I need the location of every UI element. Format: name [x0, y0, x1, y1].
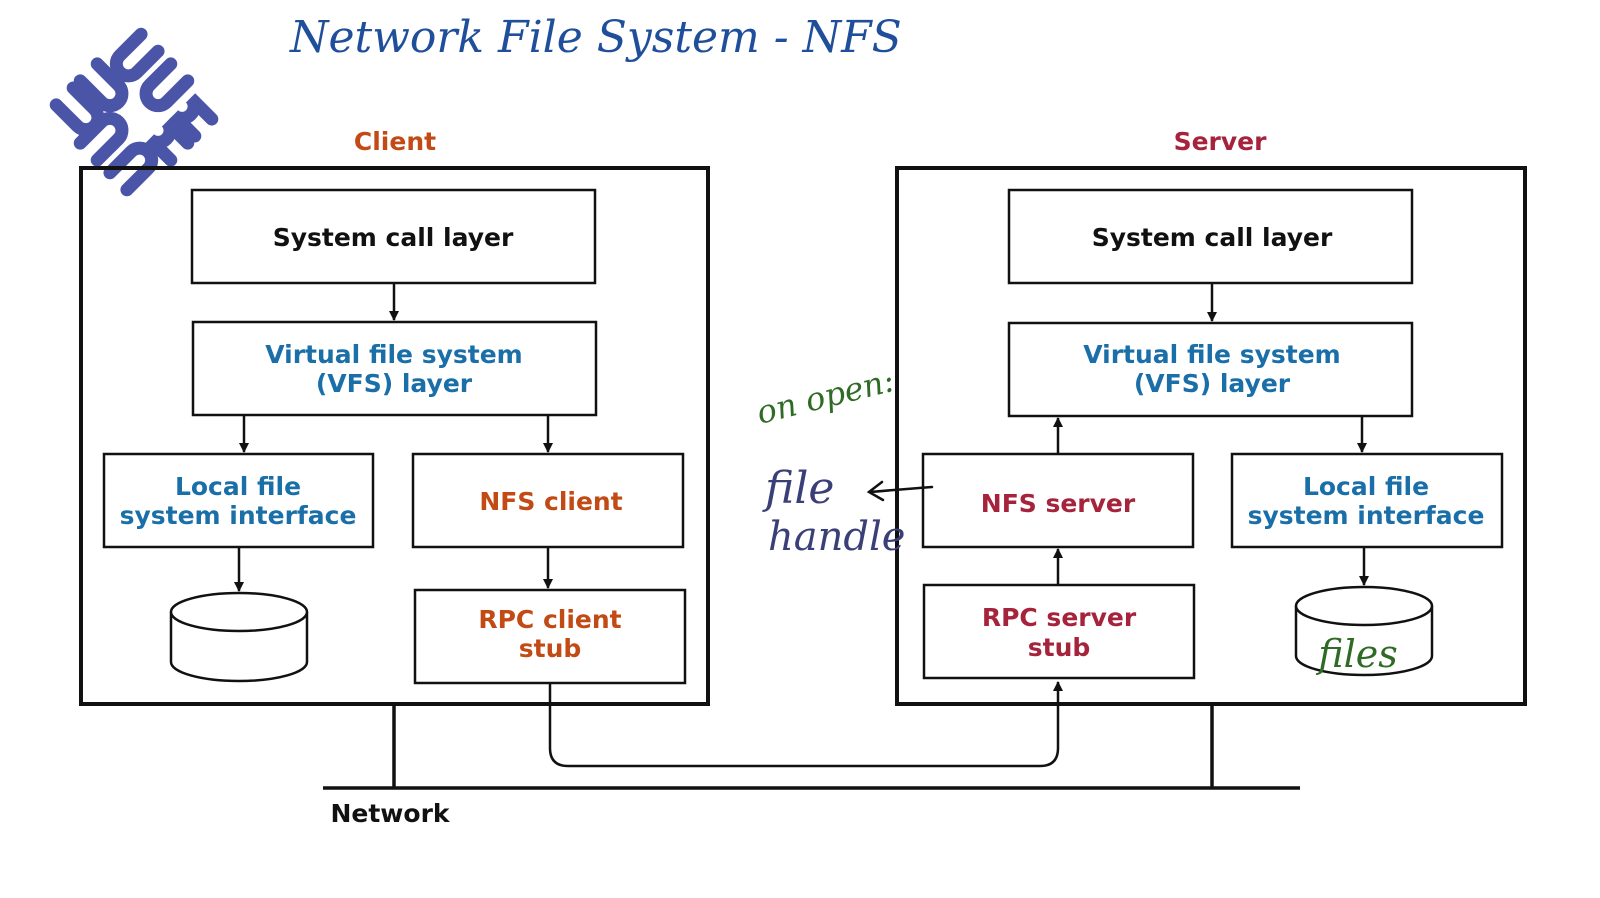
client-vfs-label-line1: Virtual file system — [265, 340, 522, 369]
client-local-fs-box — [102, 452, 375, 549]
annotation-on-open: on open: — [753, 361, 898, 432]
network-label: Network — [330, 799, 450, 828]
server-disk-icon — [1294, 585, 1434, 677]
server-vfs-label-line2: (VFS) layer — [1134, 369, 1291, 398]
nfs-server-label: NFS server — [981, 489, 1136, 518]
server-vfs-box — [1007, 321, 1414, 418]
server-heading: Server — [1174, 127, 1268, 156]
nfs-client-box — [411, 452, 685, 549]
rpc-client-stub-label-line1: RPC client — [478, 605, 621, 634]
nfs-client-label: NFS client — [479, 487, 622, 516]
server-local-fs-label-line2: system interface — [1248, 501, 1485, 530]
server-local-fs-box — [1230, 452, 1504, 549]
client-local-fs-label-line2: system interface — [120, 501, 357, 530]
client-syscall-label: System call layer — [273, 223, 514, 252]
rpc-server-stub-label-line1: RPC server — [982, 603, 1137, 632]
annotation-arrow-to-file-handle — [866, 480, 934, 502]
nfs-server-box — [921, 452, 1195, 549]
rpc-server-stub-label-line2: stub — [1028, 633, 1091, 662]
page-title: Network File System - NFS — [289, 12, 902, 63]
server-syscall-box — [1007, 188, 1414, 285]
client-heading: Client — [354, 127, 436, 156]
rpc-client-stub-box — [413, 588, 687, 685]
server-disk-label: files — [1315, 632, 1398, 676]
client-vfs-box — [191, 320, 598, 417]
client-vfs-label-line2: (VFS) layer — [316, 369, 473, 398]
client-local-fs-label-line1: Local file — [175, 472, 301, 501]
client-disk-icon — [169, 591, 309, 683]
server-syscall-label: System call layer — [1092, 223, 1333, 252]
sun-microsystems-logo-icon — [49, 27, 219, 197]
rpc-connection-line — [548, 681, 1063, 768]
rpc-client-stub-label-line2: stub — [519, 634, 582, 663]
server-vfs-label-line1: Virtual file system — [1083, 340, 1340, 369]
client-syscall-box — [190, 188, 597, 285]
server-local-fs-label-line1: Local file — [1303, 472, 1429, 501]
annotation-file: file — [762, 463, 834, 514]
annotation-handle: handle — [768, 514, 905, 560]
